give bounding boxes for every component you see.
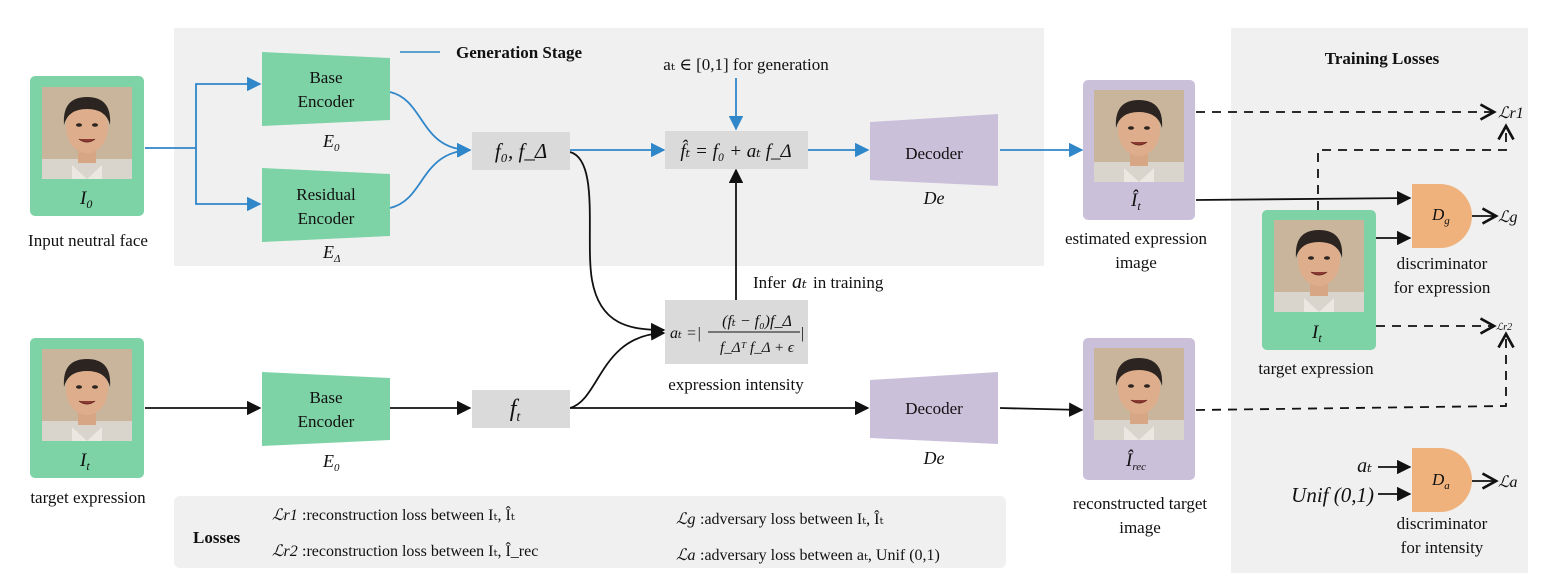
- dashed-target-to-lr1: [1317, 123, 1515, 210]
- svg-text:Dg: Dg: [1431, 205, 1450, 227]
- generation-note: aₜ ∈ [0,1] for generation: [663, 55, 829, 74]
- svg-text:I0: I0: [79, 188, 92, 211]
- disc-intensity-input-unif: Unif (0,1): [1291, 483, 1374, 507]
- svg-text:Da: Da: [1431, 470, 1450, 492]
- disc-intensity-caption-2: for intensity: [1401, 538, 1484, 557]
- svg-text:Îrec: Îrec: [1125, 449, 1146, 473]
- arrow-input-to-base: [145, 76, 262, 149]
- generation-formula-box: f̂ₜ = f₀ + aₜ f_Δ: [665, 131, 808, 169]
- svg-text:ℒa: ℒa: [676, 547, 696, 564]
- intensity-caption: expression intensity: [668, 375, 804, 394]
- residual-encoder-symbol: EΔ: [322, 242, 340, 265]
- losses-box-title: Losses: [193, 528, 241, 547]
- estimated-face-card: Ît: [1083, 80, 1195, 220]
- arrow-input-to-residual: [195, 148, 262, 212]
- svg-text:ℒr2: ℒr2: [272, 543, 298, 560]
- residual-encoder: Residual Encoder: [262, 168, 390, 242]
- base-encoder-bottom-symbol: E0: [322, 451, 340, 474]
- svg-text:|: |: [801, 325, 804, 342]
- base-encoder-top: Base Encoder: [262, 52, 390, 126]
- svg-text:(fₜ − f₀)f_Δ: (fₜ − f₀)f_Δ: [722, 313, 792, 330]
- disc-expression-caption-1: discriminator: [1397, 254, 1488, 273]
- dashed-reconstructed-to-lr2: [1195, 331, 1515, 411]
- svg-text::adversary loss between Iₜ, Îₜ: :adversary loss between Iₜ, Îₜ: [700, 509, 883, 528]
- loss-item-r2: ℒr2 :reconstruction loss between Iₜ, Î_r…: [272, 541, 538, 560]
- svg-text:Encoder: Encoder: [298, 209, 355, 228]
- training-target-caption: target expression: [1258, 359, 1374, 378]
- svg-text:It: It: [79, 450, 90, 473]
- loss-item-g: ℒg :adversary loss between Iₜ, Îₜ: [676, 509, 883, 528]
- disc-intensity-caption-1: discriminator: [1397, 514, 1488, 533]
- input-face-caption: Input neutral face: [28, 231, 148, 250]
- estimated-face-caption-1: estimated expression: [1065, 229, 1208, 248]
- reconstructed-face-caption-2: image: [1119, 518, 1161, 537]
- input-face-card: I0: [30, 76, 144, 216]
- svg-text:ft: ft: [510, 396, 522, 425]
- estimated-face-caption-2: image: [1115, 253, 1157, 272]
- training-target-face-card: It: [1262, 210, 1376, 350]
- svg-text:ℒr1: ℒr1: [272, 507, 298, 524]
- arrow-base-to-feature: [389, 91, 472, 158]
- arrow-decoder-to-reconstructed: [999, 402, 1084, 417]
- loss-item-a: ℒa :adversary loss between aₜ, Unif (0,1…: [676, 547, 940, 564]
- decoder-bottom: Decoder: [870, 372, 998, 444]
- feature-bottom-box: ft: [472, 390, 570, 428]
- feature-top-box: f₀, f_Δ: [472, 132, 570, 170]
- svg-text::adversary loss between aₜ, Un: :adversary loss between aₜ, Unif (0,1): [700, 547, 940, 564]
- disc-expression-caption-2: for expression: [1394, 278, 1491, 297]
- reconstructed-face-card: Îrec: [1083, 338, 1195, 480]
- loss-output-r1: ℒr1: [1498, 105, 1524, 122]
- svg-text::reconstruction loss between I: :reconstruction loss between Iₜ, Î_rec: [302, 541, 538, 560]
- arrow-ft-to-intensity: [569, 326, 666, 409]
- base-encoder-bottom: Base Encoder: [262, 372, 390, 446]
- loss-output-g: ℒg: [1498, 209, 1518, 226]
- svg-text:It: It: [1311, 322, 1322, 345]
- svg-text:Residual: Residual: [296, 185, 356, 204]
- svg-text:Ît: Ît: [1130, 189, 1141, 213]
- reconstructed-face-caption-1: reconstructed target: [1073, 494, 1207, 513]
- target-face-card: It: [30, 338, 144, 478]
- target-face-caption: target expression: [30, 488, 146, 507]
- loss-item-r1: ℒr1 :reconstruction loss between Iₜ, Îₜ: [272, 505, 515, 524]
- disc-intensity-input-at: aₜ: [1357, 455, 1372, 477]
- decoder-bottom-symbol: De: [923, 448, 945, 468]
- svg-text:Encoder: Encoder: [298, 92, 355, 111]
- svg-text:f_Δᵀ f_Δ + ϵ: f_Δᵀ f_Δ + ϵ: [720, 340, 795, 356]
- losses-box: [174, 496, 1006, 568]
- svg-text::reconstruction loss between I: :reconstruction loss between Iₜ, Îₜ: [302, 505, 515, 524]
- svg-text:f̂ₜ = f₀ + aₜ f_Δ: f̂ₜ = f₀ + aₜ f_Δ: [680, 140, 791, 162]
- svg-text:ℒg: ℒg: [676, 511, 696, 528]
- svg-text:Base: Base: [309, 388, 342, 407]
- discriminator-intensity: Da: [1412, 448, 1472, 512]
- loss-output-a: ℒa: [1498, 474, 1518, 491]
- arrow-feature-to-intensity: [569, 151, 666, 338]
- svg-text:Decoder: Decoder: [905, 399, 963, 418]
- svg-text:aₜ =|: aₜ =|: [670, 325, 701, 342]
- intensity-formula-box: aₜ =| (fₜ − f₀)f_Δ f_Δᵀ f_Δ + ϵ |: [665, 300, 808, 364]
- generation-stage-label: Generation Stage: [456, 43, 583, 62]
- decoder-top: Decoder: [870, 114, 998, 186]
- arrow-residual-to-feature: [389, 143, 472, 209]
- svg-text:Encoder: Encoder: [298, 412, 355, 431]
- svg-text:Decoder: Decoder: [905, 144, 963, 163]
- decoder-top-symbol: De: [923, 188, 945, 208]
- base-encoder-top-symbol: E0: [322, 131, 340, 154]
- arrow-estimated-to-dg: [1195, 190, 1412, 206]
- training-losses-title: Training Losses: [1325, 49, 1440, 68]
- loss-output-r2: ℒr2: [1496, 322, 1512, 333]
- svg-text:Base: Base: [309, 68, 342, 87]
- discriminator-expression: Dg: [1412, 184, 1472, 248]
- svg-text:f₀, f_Δ: f₀, f_Δ: [495, 139, 547, 163]
